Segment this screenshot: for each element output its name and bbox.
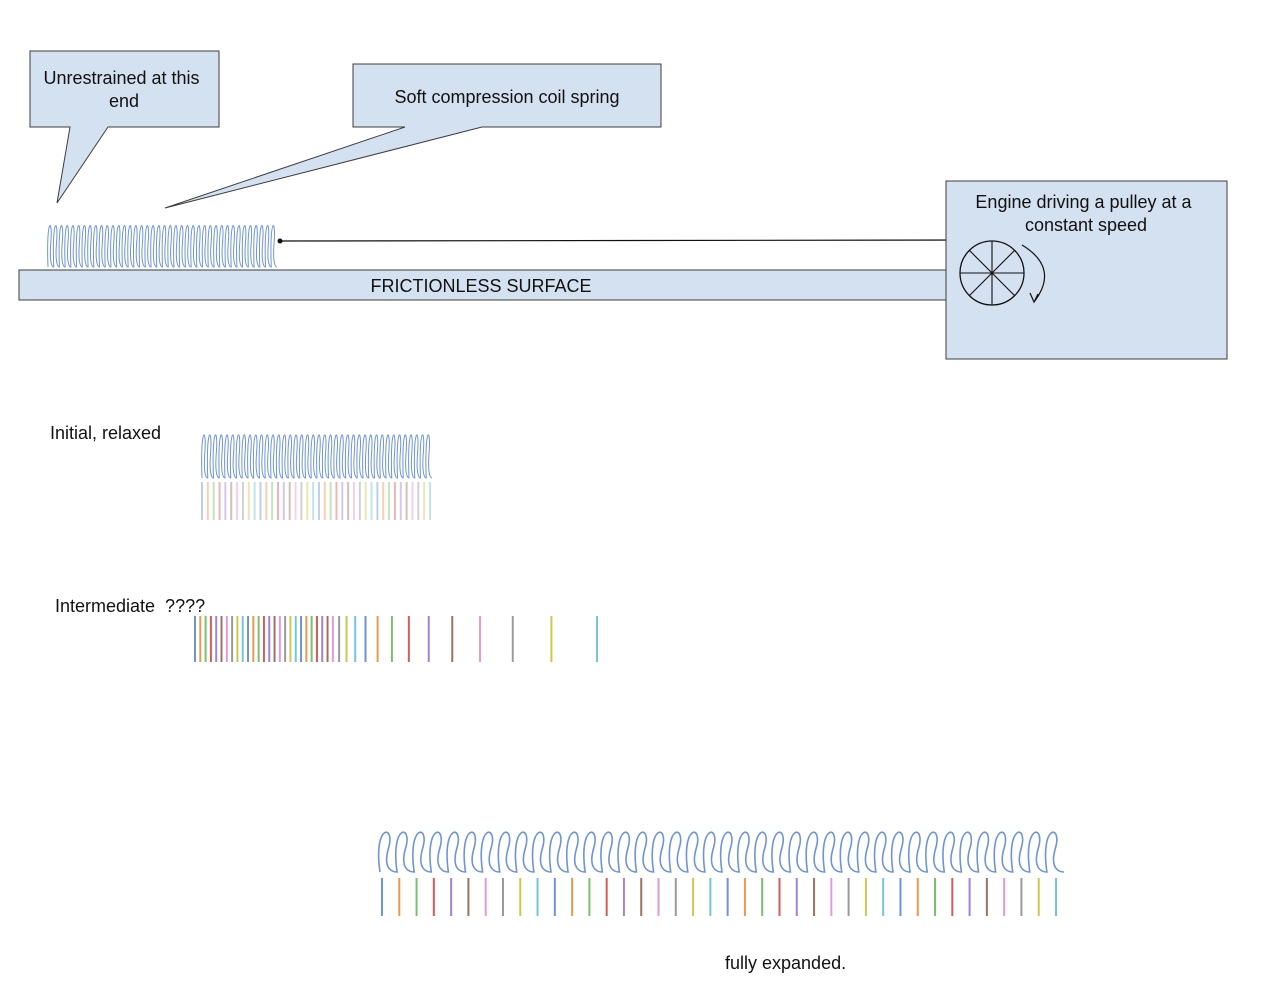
- engine-label-line1: Engine driving a pulley at a: [975, 192, 1192, 212]
- callout-spring-box: [164, 63, 662, 209]
- pulley-wheel-icon: [959, 240, 1025, 306]
- spring-initial: [201, 434, 433, 479]
- svg-text:Unrestrained at this end: Unrestrained at this end: [43, 68, 204, 111]
- callout-spring-text: Soft compression coil spring: [394, 87, 619, 107]
- engine-box: Engine driving a pulley at a constant sp…: [945, 180, 1228, 360]
- callout-unrestrained-line2: end: [109, 91, 139, 111]
- surface-label: FRICTIONLESS SURFACE: [370, 276, 591, 296]
- spring-coil: [377, 831, 1065, 873]
- markers-initial: [201, 482, 431, 520]
- spring-coil: [47, 225, 278, 268]
- stage-expanded-label: fully expanded.: [725, 953, 846, 973]
- spring-coil: [201, 434, 433, 479]
- spring-expanded: [377, 831, 1065, 873]
- markers-intermediate: [194, 616, 598, 662]
- engine-box-rect: [945, 180, 1228, 360]
- compressed-spring: [47, 225, 278, 268]
- callout-unrestrained-box: [29, 50, 220, 204]
- cable: [279, 239, 993, 242]
- frictionless-surface: FRICTIONLESS SURFACE: [18, 269, 1030, 301]
- callout-unrestrained-line1: Unrestrained at this: [43, 68, 199, 88]
- markers-expanded: [381, 878, 1057, 916]
- callout-spring: Soft compression coil spring: [164, 63, 662, 209]
- engine-label-line2: constant speed: [1025, 215, 1147, 235]
- rotation-arrow-icon: [1021, 244, 1046, 304]
- svg-text:Engine driving a pulley at a: Engine driving a pulley at a constant sp…: [975, 192, 1196, 235]
- stage-initial-label: Initial, relaxed: [50, 423, 161, 443]
- stage-intermediate-label: Intermediate ????: [55, 596, 205, 616]
- callout-unrestrained: Unrestrained at this end: [29, 50, 220, 204]
- surface-bar: [18, 269, 1030, 301]
